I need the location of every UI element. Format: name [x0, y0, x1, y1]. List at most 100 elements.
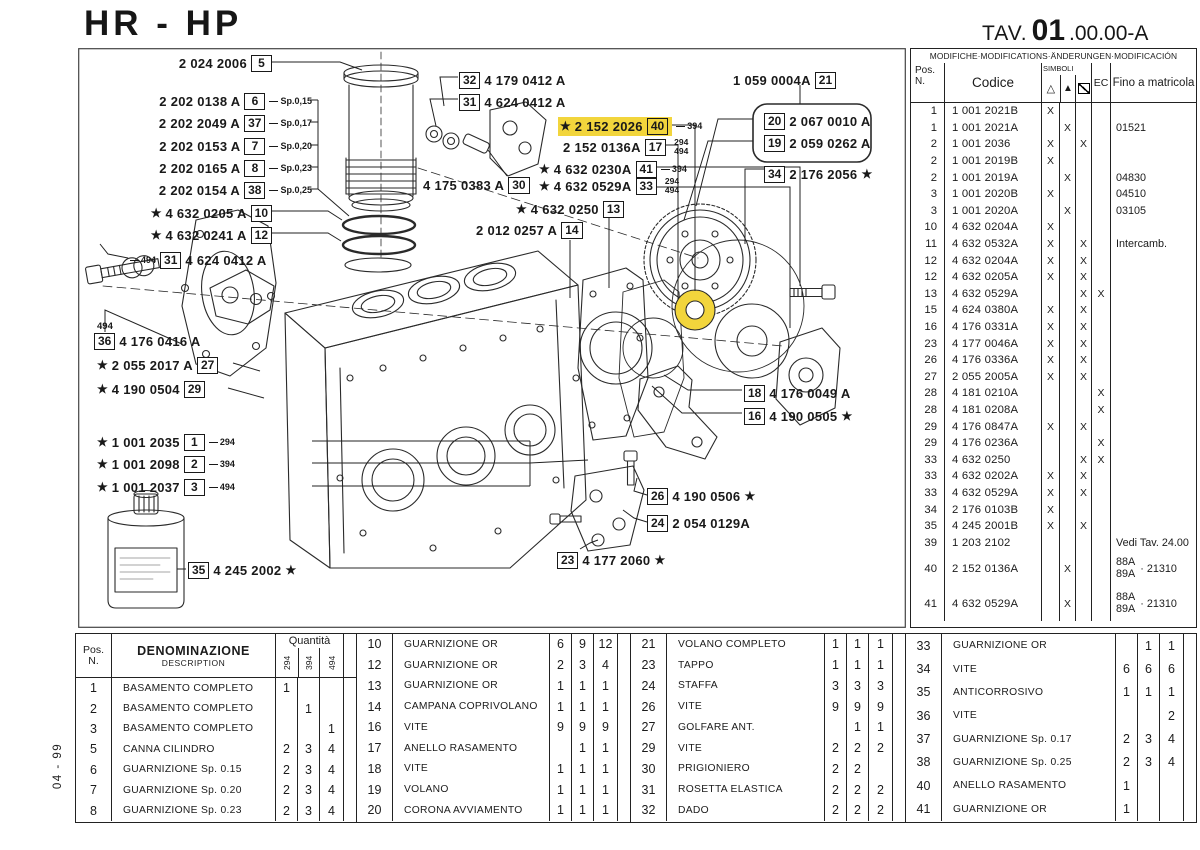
mod-code: 4 245 2001B: [945, 517, 1042, 535]
spare-cell: [617, 717, 630, 738]
mod-pos: 2: [911, 136, 945, 153]
mod-symbol-mark: [1060, 368, 1076, 386]
parts-table: Pos. N. DENOMINAZIONE DESCRIPTION Quanti…: [75, 633, 1197, 823]
part-qty: 1: [549, 758, 571, 780]
mod-pos: 16: [911, 318, 945, 336]
square-diagonal-icon: [1075, 75, 1091, 102]
mod-pos: 28: [911, 401, 945, 419]
mod-code: 4 181 0210A: [945, 385, 1042, 402]
tav-suffix: .00.00-A: [1069, 22, 1149, 45]
part-ref-box: 33: [635, 177, 657, 195]
part-qty: 3: [1137, 727, 1159, 751]
mod-fino: [1111, 418, 1196, 435]
mod-symbol-mark: [1092, 368, 1111, 386]
mod-symbol-mark: X: [1060, 551, 1076, 587]
mod-symbol-mark: X: [1092, 401, 1111, 419]
part-pos: 6: [76, 759, 112, 780]
part-qty: [1137, 704, 1159, 728]
part-name: CAMPANA COPRIVOLANO: [404, 701, 538, 713]
mod-fino: [1111, 451, 1196, 468]
mod-code: 1 001 2021B: [945, 103, 1042, 120]
denominazione-header: DENOMINAZIONE DESCRIPTION: [137, 643, 250, 668]
mod-symbol-mark: [1092, 586, 1111, 622]
part-pos: 34: [906, 657, 942, 681]
part-qty: 2: [275, 800, 297, 821]
mod-pos: 41: [911, 586, 945, 622]
part-name: VITE: [953, 710, 978, 722]
mod-pos: 2: [911, 152, 945, 170]
part-ref-box: 20: [764, 112, 786, 130]
part-ref-box: 34: [764, 165, 786, 183]
mod-pos: 12: [911, 252, 945, 269]
part-pos: 1: [76, 678, 112, 699]
mod-symbol-mark: X: [1042, 185, 1060, 203]
mod-symbol-mark: [1076, 534, 1092, 552]
quantita-header: Quantità 294 394 494: [275, 634, 343, 677]
star-icon: ★: [97, 435, 108, 449]
part-name: GUARNIZIONE Sp. 0.20: [123, 784, 242, 796]
mod-code: 4 632 0529A: [945, 285, 1042, 303]
mod-symbol-mark: [1060, 418, 1076, 435]
mod-pos: 12: [911, 268, 945, 286]
mod-symbol-mark: X: [1042, 252, 1060, 269]
part-name: BASAMENTO COMPLETO: [123, 723, 254, 735]
variant-note: 294: [209, 437, 235, 447]
part-name: PRIGIONIERO: [678, 763, 750, 775]
spare-cell: [343, 678, 356, 699]
part-qty: [1137, 797, 1159, 821]
mod-symbol-mark: [1042, 451, 1060, 469]
part-pos: 12: [357, 654, 393, 676]
spare-cell: [892, 675, 905, 697]
mod-symbol-mark: X: [1042, 268, 1060, 286]
part-qty: 2: [846, 737, 868, 759]
part-ref-box: 31: [459, 93, 481, 111]
part-qty: 1: [1115, 680, 1137, 705]
part-ref-box: 24: [647, 514, 669, 532]
part-number: 1 001 2035: [111, 434, 180, 450]
mod-symbol-mark: [1060, 152, 1076, 170]
mod-symbol-mark: [1042, 202, 1060, 220]
variant-line: 494: [674, 146, 689, 156]
mod-pos: 3: [911, 185, 945, 203]
part-name: VITE: [404, 763, 429, 775]
mod-symbol-mark: [1060, 185, 1076, 203]
variant-494-label: 494: [327, 655, 337, 670]
part-qty: 2: [549, 654, 571, 676]
part-ref-box: 8: [244, 159, 266, 177]
part-qty: [824, 717, 846, 738]
part-qty: 9: [846, 696, 868, 717]
part-pos: 5: [76, 739, 112, 760]
part-pos: 40: [906, 774, 942, 798]
spare-cell: [892, 634, 905, 655]
spare-cell: [617, 634, 630, 655]
variant-note: Sp.0,23: [269, 163, 312, 173]
part-qty: [868, 758, 892, 780]
part-name: GUARNIZIONE Sp. 0.17: [953, 733, 1072, 745]
mod-pos: 40: [911, 551, 945, 587]
part-qty: 2: [824, 800, 846, 821]
mod-symbol-mark: [1060, 434, 1076, 452]
mod-symbol-mark: [1092, 501, 1111, 518]
part-qty: 9: [571, 717, 593, 738]
spare-cell: [1183, 704, 1196, 728]
mod-fino: [1111, 286, 1196, 303]
